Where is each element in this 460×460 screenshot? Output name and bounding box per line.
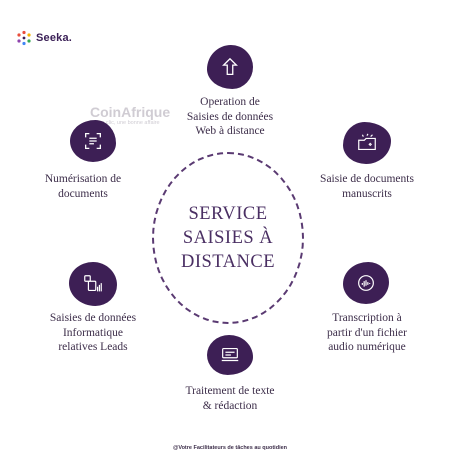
- service-5-line2: partir d'un fichier: [327, 326, 407, 339]
- brand-name: Seeka.: [36, 32, 73, 44]
- service-5-blob: [343, 262, 389, 304]
- center-title-line3: DISTANCE: [181, 252, 275, 272]
- center-title-line1: SERVICE: [188, 204, 268, 224]
- service-5-label: Transcription à partir d'un fichier audi…: [312, 311, 422, 355]
- service-2-label: Numérisation de documents: [28, 172, 138, 201]
- service-1-line2: Saisies de données: [186, 110, 274, 123]
- service-2-line2: documents: [58, 187, 108, 200]
- service-1-blob: [207, 45, 253, 89]
- upload-arrow-icon: [222, 57, 238, 75]
- service-2-line1: Numérisation de: [44, 173, 122, 185]
- seeka-logo-icon: [17, 30, 31, 46]
- service-3-label: Saisie de documents manuscrits: [312, 172, 422, 201]
- service-6-line1: Traitement de texte: [185, 385, 275, 397]
- data-chart-icon: [84, 275, 102, 292]
- center-title: SERVICE SAISIES À DISTANCE: [181, 202, 275, 274]
- scan-document-icon: [85, 133, 101, 149]
- service-6-blob: [207, 335, 253, 375]
- service-4-label: Saisies de données Informatique relative…: [28, 311, 158, 355]
- service-4-line3: relatives Leads: [58, 341, 128, 353]
- typing-icon: [221, 347, 239, 362]
- center-title-line2: SAISIES À: [182, 228, 274, 248]
- audio-wave-icon: [358, 275, 374, 291]
- footer-tagline: @Votre Facilitateurs de tâches au quotid…: [172, 445, 288, 451]
- service-1-line1: Operation de: [200, 96, 260, 108]
- service-1-label: Operation de Saisies de données Web à di…: [180, 95, 280, 139]
- service-3-line2: manuscrits: [342, 187, 392, 200]
- service-5-line3: audio numérique: [328, 341, 406, 353]
- brand-logo: Seeka.: [16, 30, 72, 46]
- service-4-line2: Informatique: [62, 326, 124, 339]
- service-1-line3: Web à distance: [195, 125, 265, 137]
- handwritten-folder-icon: [358, 133, 376, 151]
- service-4-line1: Saisies de données: [49, 312, 137, 324]
- center-dashed-circle: SERVICE SAISIES À DISTANCE: [152, 152, 304, 324]
- service-3-line1: Saisie de documents: [320, 173, 414, 185]
- service-2-blob: [70, 120, 116, 162]
- service-3-blob: [343, 122, 391, 164]
- service-6-line2: & rédaction: [202, 399, 258, 412]
- service-4-blob: [69, 262, 117, 306]
- service-6-label: Traitement de texte & rédaction: [160, 384, 300, 413]
- service-5-line1: Transcription à: [332, 312, 402, 324]
